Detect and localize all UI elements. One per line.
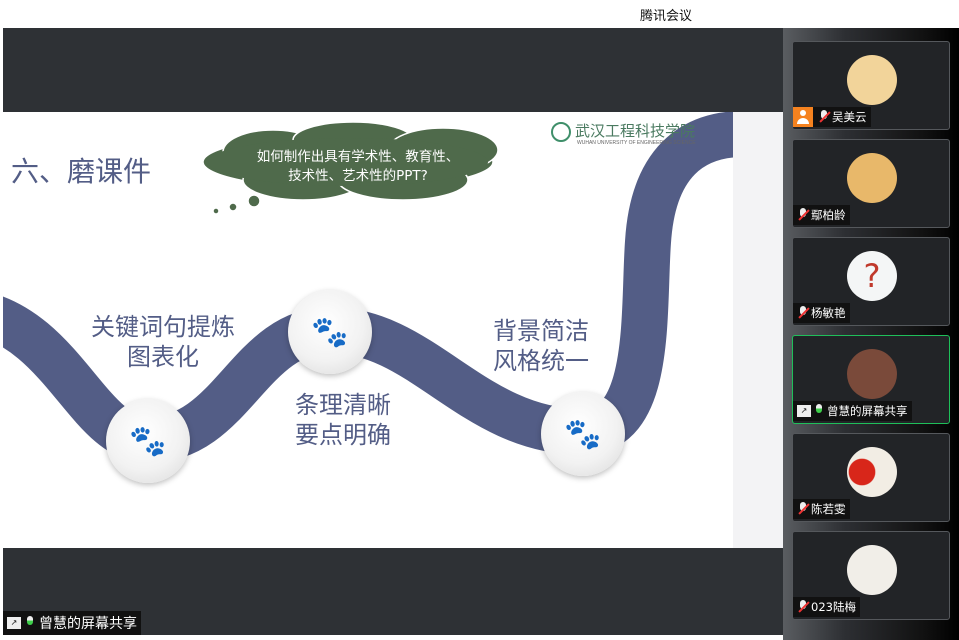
window-title: 腾讯会议: [640, 9, 693, 24]
avatar: ?: [847, 251, 897, 301]
avatar: [847, 447, 897, 497]
name-tag: 陈若雯: [793, 499, 850, 519]
participant-name: 陈若雯: [811, 502, 846, 516]
name-tag: 023陆梅: [793, 597, 860, 617]
participant-tile[interactable]: 023陆梅: [792, 531, 950, 620]
bubble-text: 如何制作出具有学术性、教育性、 技术性、艺术性的PPT?: [233, 148, 483, 186]
slide-title: 六、磨课件: [11, 155, 152, 188]
mic-on-icon: [813, 404, 825, 418]
share-label-text: 曾慧的屏幕共享: [39, 616, 137, 632]
participant-tile[interactable]: 陈若雯: [792, 433, 950, 522]
mic-muted-icon: [818, 110, 830, 124]
participant-panel: 吴美云 鄢柏龄 ? 杨敏艳 ↗ 曾慧的屏幕共享 陈若雯 023陆梅: [783, 28, 959, 640]
university-logo: 武汉工程科技学院 WUHAN UNIVERSITY OF ENGINEERING…: [551, 120, 696, 146]
mic-muted-icon: [797, 502, 809, 516]
screen-share-icon: ↗: [7, 617, 21, 629]
screen-share-label: ↗ 曾慧的屏幕共享: [3, 611, 141, 635]
participant-tile[interactable]: ↗ 曾慧的屏幕共享: [792, 335, 950, 424]
participant-name: 鄢柏龄: [811, 208, 846, 222]
slide-gutter: [733, 112, 783, 548]
title-bar: 腾讯会议: [0, 0, 959, 28]
participant-tile[interactable]: ? 杨敏艳: [792, 237, 950, 326]
point-1: 关键词句提炼 图表化: [78, 312, 248, 372]
paw-icon: 🐾: [106, 399, 190, 483]
mic-on-icon: [24, 616, 36, 630]
logo-text: 武汉工程科技学院: [575, 122, 696, 140]
thought-bubble: [202, 121, 499, 215]
avatar: [847, 545, 897, 595]
mic-muted-icon: [797, 306, 809, 320]
host-icon: [793, 107, 813, 127]
name-tag: ↗ 曾慧的屏幕共享: [793, 401, 912, 421]
point-3-line2: 风格统一: [493, 347, 589, 375]
participant-name: 吴美云: [832, 110, 867, 124]
participant-name: 曾慧的屏幕共享: [827, 404, 908, 418]
name-tag: 杨敏艳: [793, 303, 850, 323]
point-2-line1: 条理清晰: [295, 391, 391, 419]
screen-share-icon: ↗: [797, 405, 811, 417]
point-2-line2: 要点明确: [295, 421, 391, 449]
participant-tile[interactable]: 吴美云: [792, 41, 950, 130]
presentation-slide: 六、磨课件 如何制作出具有学术性、教育性、 技术性、艺术性的PPT? 武汉工程科…: [3, 112, 733, 548]
seal-icon: [551, 122, 571, 142]
logo-subtext: WUHAN UNIVERSITY OF ENGINEERING SCIENCE: [577, 140, 696, 146]
point-1-line1: 关键词句提炼: [91, 313, 235, 341]
participant-name: 杨敏艳: [811, 306, 846, 320]
point-2: 条理清晰 要点明确: [283, 390, 403, 450]
avatar: [847, 153, 897, 203]
avatar: [847, 55, 897, 105]
paw-icon: 🐾: [288, 290, 372, 374]
point-3-line1: 背景简洁: [493, 317, 589, 345]
avatar: [847, 349, 897, 399]
bubble-line-2: 技术性、艺术性的PPT?: [288, 168, 428, 184]
mic-muted-icon: [797, 208, 809, 222]
name-tag: 吴美云: [793, 107, 871, 127]
participant-tile[interactable]: 鄢柏龄: [792, 139, 950, 228]
bubble-line-1: 如何制作出具有学术性、教育性、: [256, 149, 460, 165]
participant-name: 023陆梅: [811, 600, 856, 614]
paw-icon: 🐾: [541, 392, 625, 476]
point-1-line2: 图表化: [127, 343, 199, 371]
mic-muted-icon: [797, 600, 809, 614]
name-tag: 鄢柏龄: [793, 205, 850, 225]
point-3: 背景简洁 风格统一: [481, 316, 601, 376]
